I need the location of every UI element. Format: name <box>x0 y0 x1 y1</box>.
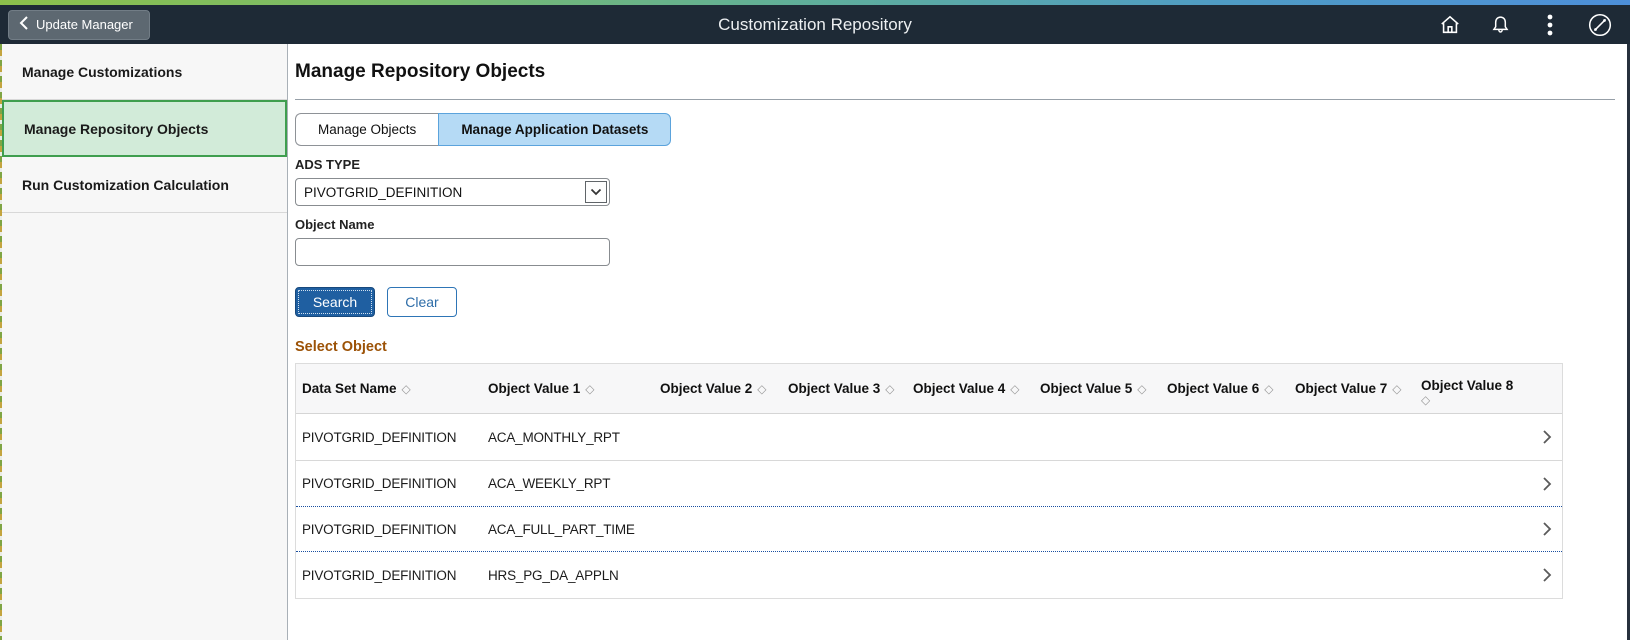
table-row[interactable]: PIVOTGRID_DEFINITION ACA_WEEKLY_RPT <box>296 460 1562 506</box>
dropdown-arrow-icon[interactable] <box>585 181 607 203</box>
back-button-label: Update Manager <box>36 17 133 32</box>
tab-manage-objects[interactable]: Manage Objects <box>295 113 439 146</box>
cell-object-value-1: ACA_MONTHLY_RPT <box>488 429 620 445</box>
sidebar-item-run-customization-calculation[interactable]: Run Customization Calculation <box>2 157 287 213</box>
column-header-object-value-4[interactable]: Object Value 4 ◇ <box>913 381 1020 396</box>
sort-diamond-icon[interactable]: ◇ <box>1392 381 1402 396</box>
column-header-object-value-1[interactable]: Object Value 1 ◇ <box>488 381 595 396</box>
row-drilldown <box>1530 476 1564 492</box>
global-header: Update Manager Customization Repository <box>0 5 1630 44</box>
header-action-icons <box>1438 5 1612 44</box>
cell-data-set-name: PIVOTGRID_DEFINITION <box>302 567 457 583</box>
cell-object-value-1: HRS_PG_DA_APPLN <box>488 567 619 583</box>
row-chevron-icon[interactable] <box>1542 567 1552 583</box>
ads-type-label: ADS TYPE <box>295 157 361 172</box>
tab-manage-application-datasets[interactable]: Manage Application Datasets <box>438 113 672 146</box>
tab-label: Manage Objects <box>318 122 417 137</box>
back-button-update-manager[interactable]: Update Manager <box>8 9 150 40</box>
ads-type-dropdown[interactable]: PIVOTGRID_DEFINITION <box>295 178 610 206</box>
window-left-edge <box>0 44 2 640</box>
column-header-object-value-7[interactable]: Object Value 7 ◇ <box>1295 381 1402 396</box>
navbar-compass-icon[interactable] <box>1588 13 1612 37</box>
content-heading: Manage Repository Objects <box>295 61 546 82</box>
cell-data-set-name: PIVOTGRID_DEFINITION <box>302 429 457 445</box>
sort-diamond-icon[interactable]: ◇ <box>885 381 895 396</box>
column-header-object-value-3[interactable]: Object Value 3 ◇ <box>788 381 895 396</box>
object-name-label: Object Name <box>295 217 375 232</box>
back-chevron-icon <box>19 16 28 33</box>
results-table: Data Set Name ◇ Object Value 1 ◇ Object … <box>295 363 1563 599</box>
heading-divider <box>295 99 1615 100</box>
window-right-edge <box>1627 44 1630 640</box>
table-row[interactable]: PIVOTGRID_DEFINITION HRS_PG_DA_APPLN <box>296 552 1562 598</box>
home-icon[interactable] <box>1438 13 1462 37</box>
column-header-object-value-5[interactable]: Object Value 5 ◇ <box>1040 381 1147 396</box>
table-row-focused[interactable]: PIVOTGRID_DEFINITION ACA_FULL_PART_TIME <box>296 506 1562 552</box>
cell-object-value-1: ACA_WEEKLY_RPT <box>488 476 611 491</box>
sidebar-item-label: Manage Repository Objects <box>24 120 209 137</box>
row-chevron-icon[interactable] <box>1542 429 1552 445</box>
column-header-data-set-name[interactable]: Data Set Name ◇ <box>302 381 411 396</box>
sidebar-item-label: Manage Customizations <box>22 63 183 80</box>
sort-diamond-icon[interactable]: ◇ <box>1010 381 1020 396</box>
tab-bar: Manage Objects Manage Application Datase… <box>295 113 1612 146</box>
column-header-object-value-6[interactable]: Object Value 6 ◇ <box>1167 381 1274 396</box>
row-drilldown <box>1530 567 1564 583</box>
row-drilldown <box>1530 521 1564 537</box>
results-table-header: Data Set Name ◇ Object Value 1 ◇ Object … <box>296 364 1562 414</box>
tab-label: Manage Application Datasets <box>461 122 649 137</box>
sort-diamond-icon[interactable]: ◇ <box>1137 381 1147 396</box>
cell-data-set-name: PIVOTGRID_DEFINITION <box>302 521 457 537</box>
row-drilldown <box>1530 429 1564 445</box>
clear-button[interactable]: Clear <box>387 287 457 317</box>
page-title: Customization Repository <box>718 14 912 34</box>
ads-type-selected-value: PIVOTGRID_DEFINITION <box>304 184 463 200</box>
object-name-input[interactable] <box>295 238 610 266</box>
sort-diamond-icon[interactable]: ◇ <box>1264 381 1274 396</box>
table-row[interactable]: PIVOTGRID_DEFINITION ACA_MONTHLY_RPT <box>296 414 1562 460</box>
main-content: Manage Repository Objects Manage Objects… <box>289 44 1630 640</box>
sort-diamond-icon[interactable]: ◇ <box>757 381 767 396</box>
left-navigation-panel: Manage Customizations Manage Repository … <box>2 44 288 640</box>
sort-diamond-icon[interactable]: ◇ <box>401 381 411 396</box>
button-row: Search Clear <box>295 287 1612 317</box>
actions-kebab-menu-icon[interactable] <box>1538 13 1562 37</box>
cell-data-set-name: PIVOTGRID_DEFINITION <box>302 476 457 491</box>
notifications-bell-icon[interactable] <box>1488 13 1512 37</box>
sort-diamond-icon[interactable]: ◇ <box>585 381 595 396</box>
page-top-gradient-strip <box>0 0 1630 5</box>
row-chevron-icon[interactable] <box>1542 521 1552 537</box>
sidebar-item-manage-customizations[interactable]: Manage Customizations <box>2 44 287 100</box>
select-object-heading: Select Object <box>295 339 387 355</box>
sort-diamond-icon[interactable]: ◇ <box>1421 393 1431 407</box>
column-header-object-value-8[interactable]: Object Value 8 ◇ <box>1415 369 1530 408</box>
row-chevron-icon[interactable] <box>1542 476 1552 492</box>
column-header-object-value-2[interactable]: Object Value 2 ◇ <box>660 381 767 396</box>
sidebar-item-manage-repository-objects[interactable]: Manage Repository Objects <box>2 100 287 157</box>
search-button[interactable]: Search <box>295 287 375 317</box>
sidebar-item-label: Run Customization Calculation <box>22 176 229 193</box>
cell-object-value-1: ACA_FULL_PART_TIME <box>488 521 635 537</box>
